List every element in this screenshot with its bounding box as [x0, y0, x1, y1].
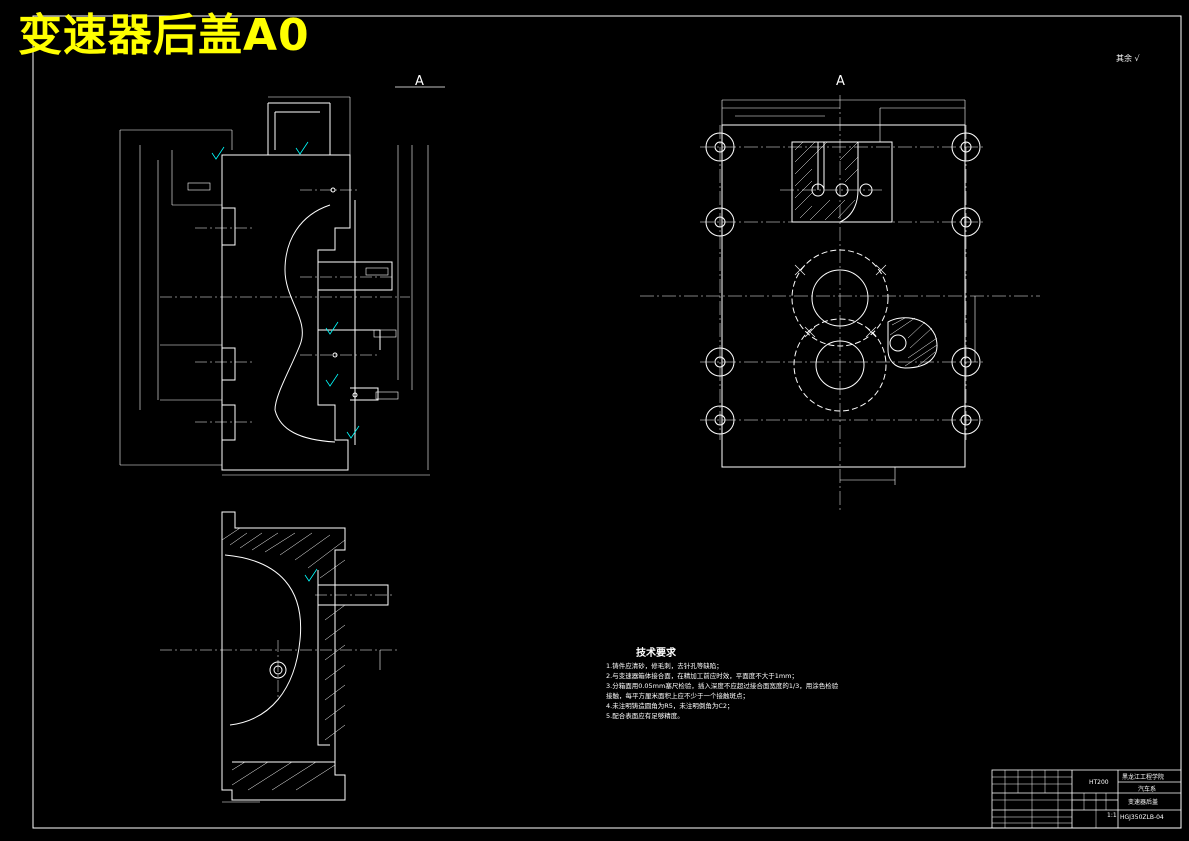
left-side-view	[119, 96, 430, 476]
title-block-dept: 汽车系	[1138, 786, 1157, 793]
title-block-school: 黑龙江工程学院	[1122, 774, 1165, 781]
roughness-marks	[211, 141, 360, 582]
check-mark-icon: √	[1134, 54, 1140, 63]
tech-requirement-item: 3.分箱面用0.05mm塞尺检验，插入深度不应超过接合面宽度的1/3，用涂色检验	[606, 682, 839, 690]
tech-requirement-item: 2.与变速器箱体接合面，在精加工前应时效，平面度不大于1mm；	[606, 672, 799, 680]
tech-requirement-item: 1.铸件应清砂，修毛刺，去针孔等缺陷；	[606, 662, 723, 670]
bottom-section-view	[160, 511, 400, 803]
roughness-note: 其余 √	[1116, 53, 1140, 64]
drawing-frame	[32, 15, 1182, 829]
right-front-view	[640, 95, 1040, 510]
tech-requirements-title: 技术要求	[636, 648, 676, 659]
center-markers	[794, 264, 887, 338]
section-label-left: A	[415, 74, 424, 89]
title-block-scale: 1:1	[1107, 812, 1117, 819]
title-block-material: HT200	[1089, 779, 1109, 786]
tech-requirement-item: 接触，每平方厘米面积上应不少于一个接触斑点；	[606, 692, 749, 700]
title-block-part-name: 变速器后盖	[1128, 799, 1159, 806]
title-block	[991, 769, 1182, 829]
tech-requirement-item: 5.配合表面应有足够精度。	[606, 712, 684, 720]
title-block-drawing-no: HGJ350ZLB-04	[1120, 814, 1164, 821]
section-label-right: A	[836, 74, 845, 89]
drawing-title: 变速器后盖A0	[18, 10, 310, 61]
technical-requirements: 技术要求 1.铸件应清砂，修毛刺，去针孔等缺陷； 2.与变速器箱体接合面，在精加…	[606, 644, 838, 721]
roughness-note-text: 其余	[1116, 54, 1132, 63]
tech-requirement-item: 4.未注明铸造圆角为R5，未注明倒角为C2；	[606, 702, 734, 710]
